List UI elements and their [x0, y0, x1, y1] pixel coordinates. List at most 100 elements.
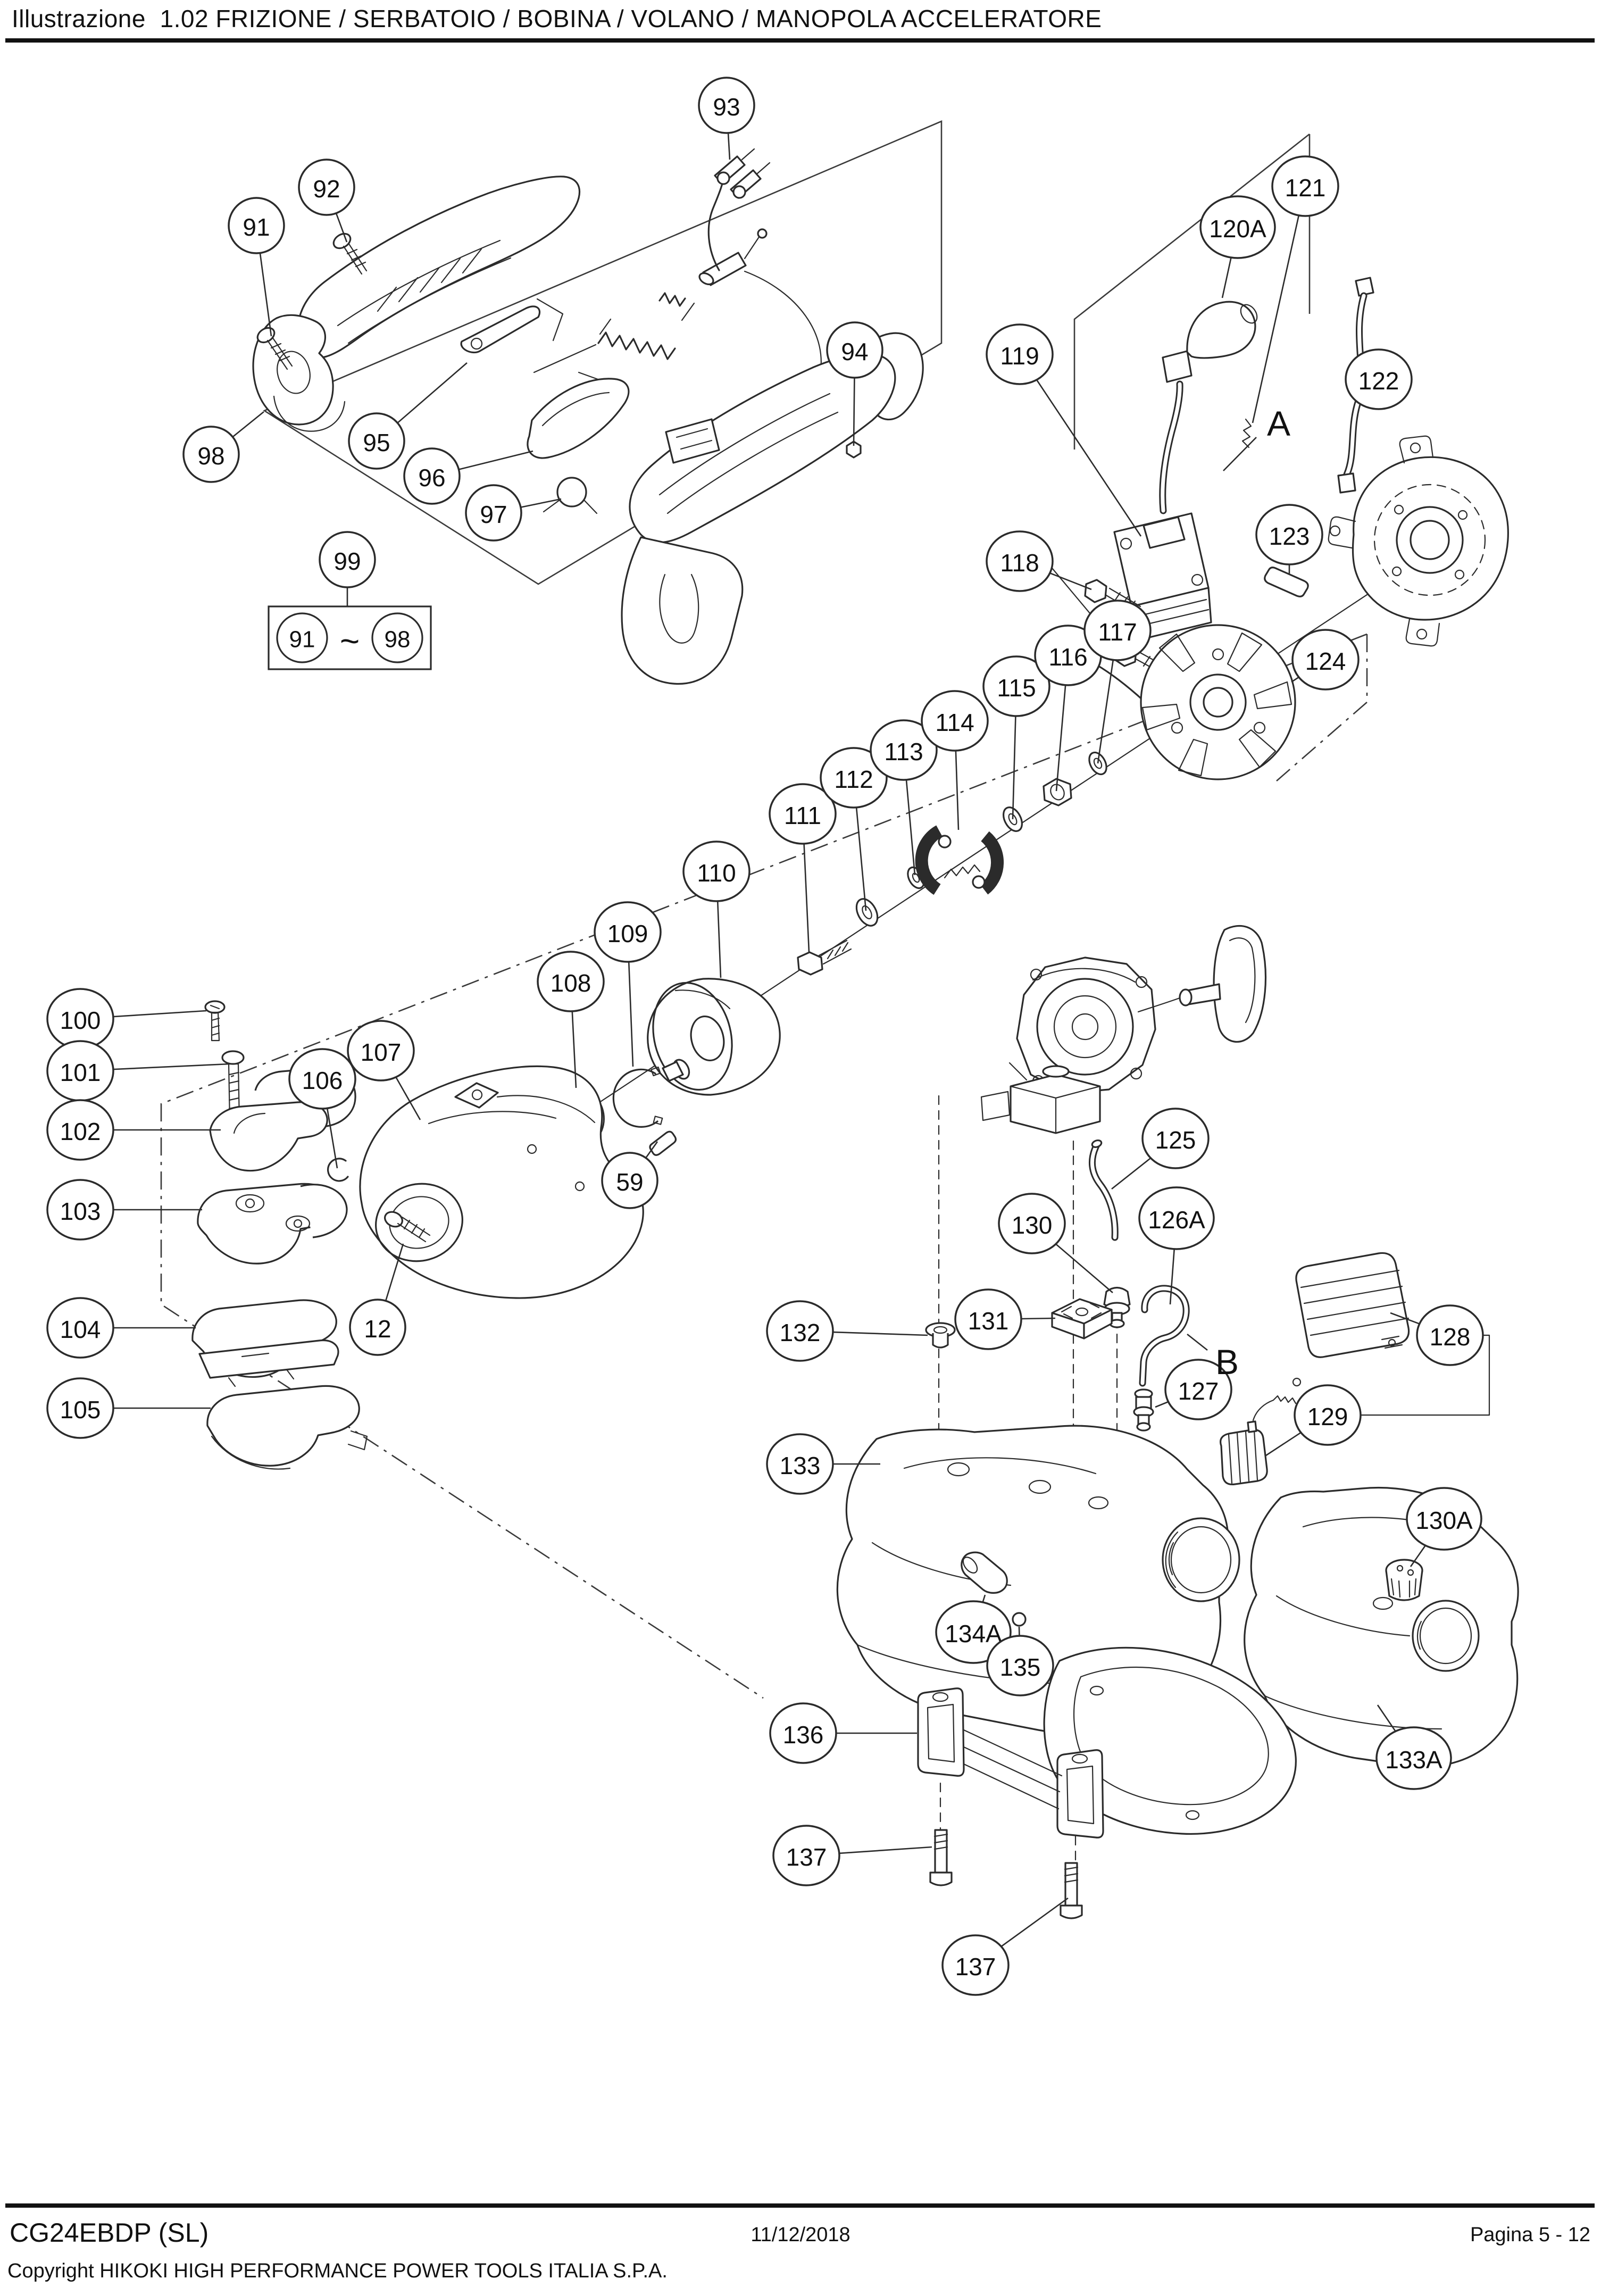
callout-label: 122: [1358, 367, 1399, 395]
callout-label: 96: [418, 464, 445, 492]
callout-59: 59: [601, 1141, 658, 1209]
screw-100: [204, 1000, 226, 1042]
ring-135: [1012, 1612, 1027, 1627]
callout-133: 133: [766, 1433, 880, 1495]
callout-12: 12: [349, 1243, 406, 1356]
callout-label: 99: [333, 547, 361, 575]
callout-95: 95: [348, 362, 468, 470]
callout-label: 119: [1000, 342, 1039, 370]
callout-label: 114: [935, 709, 974, 736]
callout-137: 137: [941, 1897, 1069, 1996]
safety-lever-drawing: [527, 378, 630, 459]
callout-label: 134A: [945, 1620, 1002, 1648]
callout-132: 132: [766, 1300, 928, 1362]
callout-110: 110: [682, 841, 751, 978]
callout-label: 129: [1307, 1403, 1348, 1430]
callout-label: 121: [1285, 174, 1326, 202]
callout-112: 112: [820, 747, 888, 911]
plug-boot: [1162, 350, 1193, 383]
header-rule: [5, 38, 1595, 43]
valve-127-drawing: [1133, 1388, 1154, 1432]
svg-text:B: B: [1215, 1342, 1239, 1382]
callout-123: 123: [1255, 504, 1323, 573]
callout-label: 103: [60, 1197, 101, 1225]
callout-115: 115: [982, 655, 1050, 820]
callout-137: 137: [772, 1825, 932, 1886]
bracket-128-129: [1357, 1334, 1490, 1416]
callout-98: 98: [182, 411, 264, 483]
callout-label: 91: [243, 213, 270, 241]
callout-label: 98: [197, 442, 224, 470]
callout-label: 125: [1155, 1126, 1196, 1154]
callout-label: 94: [841, 338, 868, 365]
svg-text:91: 91: [289, 627, 315, 653]
plate-131-drawing: [1051, 1298, 1113, 1340]
svg-text:A: A: [1267, 404, 1290, 443]
svg-text:98: 98: [385, 627, 411, 653]
callout-96: 96: [403, 447, 533, 505]
carburetor-drawing: [980, 1062, 1101, 1134]
footer-page-number: Pagina 5 - 12: [1470, 2224, 1590, 2246]
callout-127: 127: [1155, 1359, 1232, 1420]
wire-terminals-93: [714, 148, 771, 199]
callout-118: 118: [986, 530, 1092, 592]
callout-label: 106: [302, 1067, 343, 1094]
page-title: Illustrazione 1.02 FRIZIONE / SERBATOIO …: [12, 5, 1102, 32]
plug-cap: [1186, 301, 1256, 359]
callout-117: 117: [1083, 600, 1152, 764]
callout-label: 101: [60, 1059, 101, 1086]
clamp-103: [197, 1183, 348, 1265]
callout-120A: 120A: [1199, 195, 1276, 298]
section-label-B: B: [1187, 1333, 1239, 1382]
callout-136: 136: [769, 1702, 917, 1764]
callout-102: 102: [46, 1099, 221, 1161]
bolt-12: [384, 1211, 431, 1243]
pin-59: [649, 1130, 677, 1156]
callout-label: 124: [1305, 647, 1346, 675]
callout-106: 106: [288, 1048, 356, 1169]
callout-label: 105: [60, 1396, 101, 1424]
clamp-104: [191, 1299, 339, 1387]
callout-111: 111: [769, 783, 837, 953]
callout-133A: 133A: [1375, 1704, 1452, 1790]
callout-label: 126A: [1148, 1206, 1205, 1234]
screw-92-drawing: [332, 232, 368, 275]
callout-130A: 130A: [1406, 1487, 1482, 1567]
callout-label: 109: [607, 920, 648, 947]
callout-label: 110: [697, 859, 736, 887]
callout-label: 108: [551, 969, 591, 997]
callout-label: 131: [968, 1307, 1009, 1335]
callout-label: 127: [1178, 1377, 1219, 1405]
fuel-filter-drawing: [1220, 1377, 1302, 1486]
svg-text:~: ~: [340, 622, 360, 660]
callout-label: 117: [1098, 618, 1137, 646]
nut-116: [1043, 778, 1072, 806]
bracket-136-drawing: [917, 1687, 1104, 1839]
clamp-105: [206, 1385, 368, 1470]
callout-93: 93: [698, 77, 755, 160]
callout-129: 129: [1265, 1384, 1362, 1457]
callout-label: 133: [780, 1452, 821, 1479]
callout-105: 105: [46, 1377, 211, 1439]
callout-135: 135: [986, 1626, 1054, 1696]
callout-109: 109: [594, 901, 662, 1067]
tank-assembly-axes: [938, 1095, 1118, 1445]
callout-label: 112: [834, 766, 873, 793]
callout-label: 137: [955, 1953, 996, 1981]
footer-copyright: Copyright HIKOKI HIGH PERFORMANCE POWER …: [7, 2260, 668, 2282]
bolt-111: [797, 951, 823, 976]
section-label-A: A: [1223, 404, 1290, 471]
footer-rule: [5, 2203, 1595, 2208]
flywheel-drawing: [1140, 624, 1296, 780]
callout-122: 122: [1345, 348, 1413, 410]
callout-99: 99: [319, 531, 376, 606]
spacer-134A-drawing: [961, 1551, 1027, 1627]
callout-91: 91: [228, 197, 285, 337]
callout-114: 114: [921, 690, 989, 830]
footer-date: 11/12/2018: [751, 2224, 850, 2246]
callout-label: 59: [616, 1168, 643, 1196]
bolts-137-drawing: [929, 1829, 1083, 1919]
clip-106: [327, 1158, 349, 1182]
callout-label: 111: [784, 802, 821, 829]
callout-121: 121: [1252, 155, 1339, 423]
